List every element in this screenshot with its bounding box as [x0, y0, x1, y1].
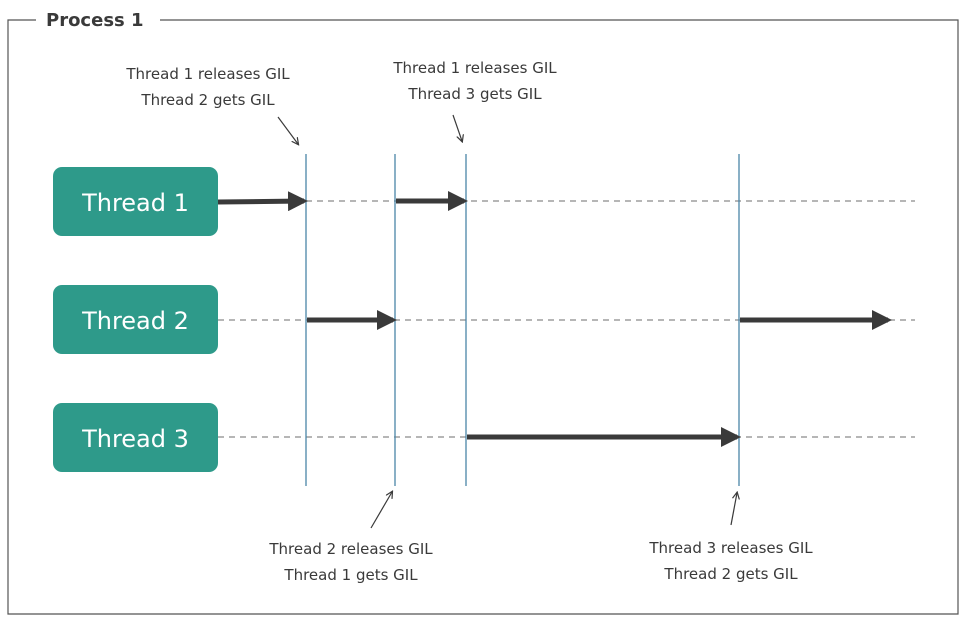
- thread-1-run-arrow-1: [217, 191, 308, 212]
- event-1-line-2: Thread 2 gets GIL: [140, 91, 275, 109]
- event-annotation-2: Thread 2 releases GIL Thread 1 gets GIL: [268, 492, 433, 584]
- event-4-pointer: [730, 493, 737, 526]
- process-frame: [7, 19, 959, 615]
- event-2-line-2: Thread 1 gets GIL: [283, 566, 418, 584]
- event-4-line-1: Thread 3 releases GIL: [648, 539, 813, 557]
- event-4-line-2: Thread 2 gets GIL: [663, 565, 798, 583]
- event-1-line-1: Thread 1 releases GIL: [125, 65, 290, 83]
- event-annotation-1: Thread 1 releases GIL Thread 2 gets GIL: [125, 65, 298, 144]
- thread-1-label: Thread 1: [81, 189, 189, 217]
- thread-1-box: Thread 1: [53, 167, 218, 236]
- event-2-line-1: Thread 2 releases GIL: [268, 540, 433, 558]
- event-3-line-2: Thread 3 gets GIL: [407, 85, 542, 103]
- thread-2-label: Thread 2: [81, 307, 189, 335]
- event-2-pointer: [370, 492, 392, 529]
- event-3-pointer: [452, 114, 462, 141]
- event-annotation-4: Thread 3 releases GIL Thread 2 gets GIL: [648, 493, 813, 583]
- event-3-line-1: Thread 1 releases GIL: [392, 59, 557, 77]
- event-annotation-3: Thread 1 releases GIL Thread 3 gets GIL: [392, 59, 557, 141]
- thread-2-box: Thread 2: [53, 285, 218, 354]
- process-title: Process 1: [46, 10, 144, 31]
- thread-3-box: Thread 3: [53, 403, 218, 472]
- event-1-pointer: [277, 116, 298, 144]
- thread-3-label: Thread 3: [81, 425, 189, 453]
